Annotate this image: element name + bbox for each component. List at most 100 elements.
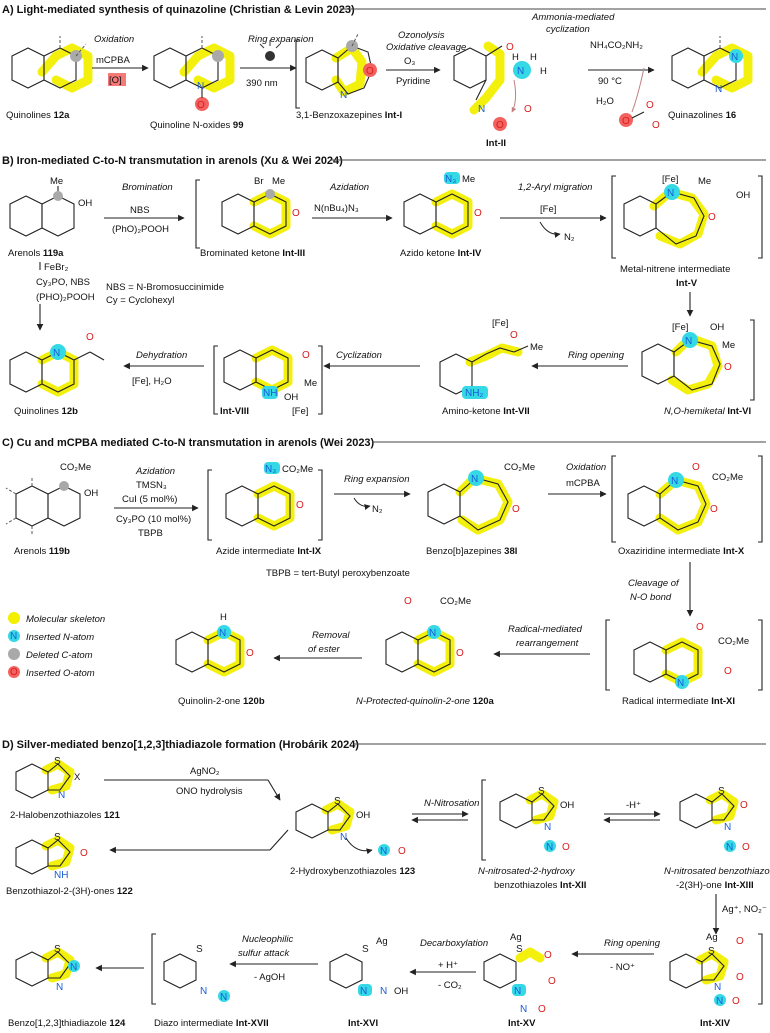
int-v-structure: N [Fe] Me O OH [611,174,763,259]
svg-text:S: S [334,796,341,807]
step-rearrangement: rearrangement [516,638,579,649]
svg-text:Br: Br [254,176,264,187]
label-124: Benzo[1,2,3]thiadiazole 124 [8,1018,126,1029]
svg-text:N: N [220,992,227,1003]
int-iv-structure: N₃ Me O [403,172,482,239]
svg-text:N: N [70,962,77,973]
byproduct-co2: - CO₂ [438,980,462,991]
svg-text:Ag: Ag [706,932,718,943]
svg-text:O: O [696,622,704,633]
svg-text:O: O [708,212,716,223]
svg-text:N: N [724,822,731,833]
legend-c-label: Deleted C-atom [26,650,93,661]
step-ono-hydrolysis: ONO hydrolysis [176,786,243,797]
svg-text:N: N [429,628,436,639]
reagent-h2o: H₂O [596,96,614,107]
svg-text:S: S [196,944,203,955]
svg-text:Me: Me [698,176,711,187]
svg-text:Me: Me [530,342,543,353]
reagent-mcpba: mCPBA [96,55,130,66]
svg-text:N: N [714,982,721,993]
int-viii-structure: NH O Me OH [Fe] [213,345,323,417]
svg-text:N: N [520,1004,527,1015]
quinoline-n-oxide-99-structure: N O [153,36,235,111]
uv-lamp-icon [259,40,281,61]
svg-text:N: N [200,986,207,997]
step-sulfur-attack: sulfur attack [238,948,290,959]
svg-text:Me: Me [50,176,63,187]
svg-text:S: S [362,944,369,955]
svg-text:N: N [360,986,367,997]
svg-text:H: H [530,52,537,63]
step-390nm: 390 nm [246,78,278,89]
svg-text:N: N [715,84,722,95]
int-vii-label: Amino-ketone Int-VII [442,406,530,417]
int-vi-label: N,O-hemiketal Int-VI [664,406,751,417]
legend-o-label: Inserted O-atom [26,668,95,679]
svg-text:O: O [524,104,532,115]
svg-text:CO₂Me: CO₂Me [60,462,91,473]
svg-text:Me: Me [722,340,735,351]
svg-text:NH: NH [54,870,68,881]
section-b: B) Iron-mediated C-to-N transmutation in… [2,155,766,417]
hydroxybenzothiazole-123-structure: S N OH N O [295,796,406,857]
step-n-nitrosation: N-Nitrosation [424,798,479,809]
svg-text:S: S [708,946,715,957]
svg-text:N: N [726,842,733,853]
int-x-structure: N O CO₂Me O [611,455,763,543]
svg-text:OH: OH [356,810,370,821]
benzazepine-38l-structure: N CO₂Me O [427,462,535,535]
reagent-o: [O] [109,75,122,86]
byproduct-fe-h2o: [Fe], H₂O [132,376,172,387]
arenols-119b-label: Arenols 119b [14,546,70,557]
legend-n-label: Inserted N-atom [26,632,94,643]
int-xv-label: Int-XV [508,1018,536,1029]
svg-text:O: O [736,936,744,947]
svg-text:Me: Me [272,176,285,187]
int-xv-structure: Ag S N O O N O [483,932,556,1015]
step-minus-h: -H⁺ [626,800,641,811]
int-xii-structure: S N OH N O [481,779,574,861]
svg-text:O: O [302,350,310,361]
svg-text:N: N [197,81,204,92]
step-n-o-bond: N-O bond [630,592,672,603]
reagent-o3: O₃ [404,56,415,67]
int-ix-label: Azide intermediate Int-IX [216,546,322,557]
svg-text:O: O [742,842,750,853]
reagent-ammonium-carbamate: NH₄CO₂NH₂ [590,40,643,51]
label-123: 2-Hydroxybenzothiazoles 123 [290,866,415,877]
int-xvi-label: Int-XVI [348,1018,378,1029]
section-a-title: A) Light-mediated synthesis of quinazoli… [2,4,355,16]
svg-text:Me: Me [304,378,317,389]
quinolines-12a-label: Quinolines 12a [6,110,70,121]
svg-text:N: N [58,790,65,801]
svg-text:O: O [366,66,374,77]
int-iv-label: Azido ketone Int-IV [400,248,482,259]
quinolinone-120b-structure: N H O [175,612,254,677]
svg-text:N: N [471,474,478,485]
svg-text:N: N [546,842,553,853]
reagent-pho2pooh: (PHO)₂POOH [36,292,95,303]
svg-text:[Fe]: [Fe] [672,322,688,333]
reagent-agno2: AgNO₂ [190,766,220,777]
svg-text:O: O [622,116,630,127]
note-tbpb: TBPB = tert-Butyl peroxybenzoate [266,568,410,579]
svg-text:N: N [671,476,678,487]
int-xiii-name: N-nitrosated benzothiazol [664,866,770,877]
step-cyclization-b: Cyclization [336,350,382,361]
int-120b-label: Quinolin-2-one 120b [178,696,265,707]
svg-text:OH: OH [394,986,408,997]
svg-text:N: N [380,846,387,857]
reagent-ag-no2: Ag⁺, NO₂⁻ [722,904,767,915]
svg-text:O: O [724,666,732,677]
step-azidation-b: Azidation [329,182,369,193]
reagent-tbpb: TBPB [138,528,163,539]
svg-text:O: O [544,950,552,961]
legend-o-swatch [8,666,20,678]
quinoline-12a-structure [11,36,93,93]
int-xiv-structure: Ag S N O O N O [669,932,763,1007]
svg-text:OH: OH [84,488,98,499]
benzothiadiazole-124-structure: S N N [15,944,80,993]
svg-text:N: N [667,188,674,199]
